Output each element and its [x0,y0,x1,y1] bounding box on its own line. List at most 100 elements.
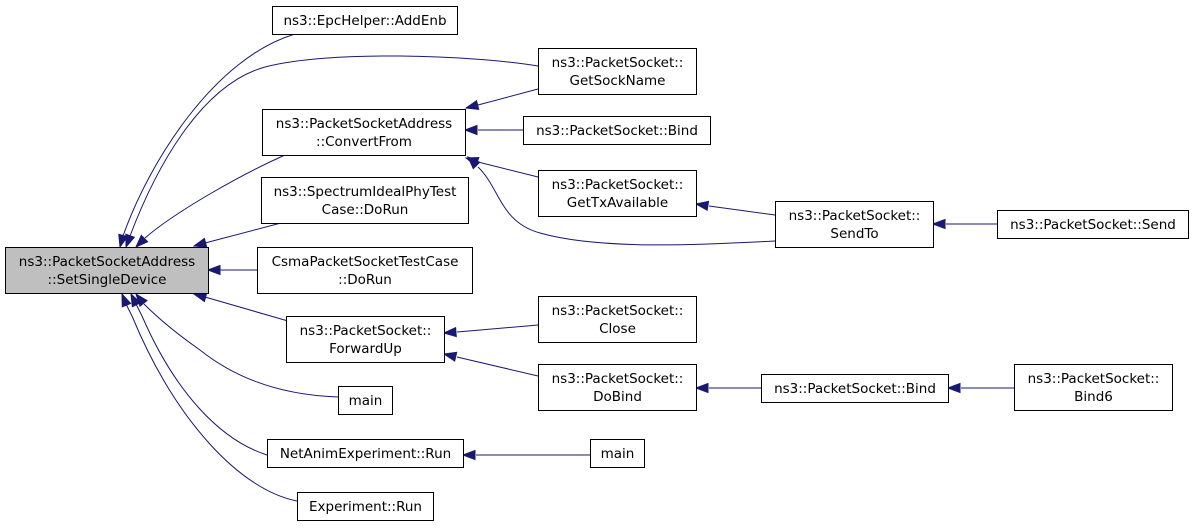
edge-line [477,88,539,106]
node-convertFrom[interactable]: ns3::PacketSocketAddress::ConvertFrom [262,109,466,156]
node-label-line: Case::DoRun [322,202,409,218]
edge-line [144,154,286,239]
node-box [538,364,697,411]
node-label-line: SendTo [830,226,878,242]
node-main2[interactable]: main [590,439,645,468]
edge-line [477,161,539,178]
edge-line [122,33,296,237]
edge-line [204,296,289,322]
node-label-line: main [601,446,635,462]
node-box [523,116,711,145]
node-box [997,210,1189,239]
node-label-line: ns3::PacketSocket:: [552,177,684,193]
arrowhead-icon [694,200,710,212]
node-label-line: ns3::PacketSocket:: [1028,371,1160,387]
node-label-line: ForwardUp [329,341,402,357]
node-label-line: ns3::PacketSocket:: [552,371,684,387]
arrowhead-icon [461,449,476,461]
node-experiment[interactable]: Experiment::Run [297,492,434,521]
node-label-line: ::ConvertFrom [316,134,412,150]
node-forwardUp[interactable]: ns3::PacketSocket::ForwardUp [286,316,445,363]
node-box [5,247,209,294]
node-close[interactable]: ns3::PacketSocket::Close [538,296,697,343]
edge-bindA-to-convertFrom [463,124,523,136]
edge-getTxAvailable-to-convertFrom [464,156,539,178]
node-addEnb[interactable]: ns3::EpcHelper::AddEnb [272,6,458,35]
node-getTxAvailable[interactable]: ns3::PacketSocket::GetTxAvailable [538,170,697,217]
node-box [538,170,697,217]
arrowhead-icon [118,233,129,249]
edge-sendTo-to-getTxAvailable [694,200,776,216]
arrowhead-icon [125,233,136,249]
node-send[interactable]: ns3::PacketSocket::Send [997,210,1189,239]
arrowhead-icon [442,351,458,362]
node-box [262,109,466,156]
edge-main2-to-netanim [461,449,590,461]
node-sendTo[interactable]: ns3::PacketSocket::SendTo [775,201,934,248]
node-box [257,247,473,294]
node-box [267,439,464,468]
node-label-line: CsmaPacketSocketTestCase [272,254,459,270]
edge-doBind-to-forwardUp [442,351,539,377]
edge-forwardUp-to-root [192,292,289,322]
node-box [286,316,445,363]
node-netanim[interactable]: NetAnimExperiment::Run [267,439,464,468]
node-label-line: ns3::PacketSocket::Bind [536,123,698,139]
node-doBind[interactable]: ns3::PacketSocket::DoBind [538,364,697,411]
node-label-line: ns3::PacketSocket:: [552,55,684,71]
node-getSockName[interactable]: ns3::PacketSocket::GetSockName [538,48,697,95]
edge-line [456,324,539,333]
node-box [272,6,458,35]
edge-experiment-to-root [121,292,298,502]
arrowhead-icon [192,292,208,303]
arrowhead-icon [463,124,478,136]
node-box [261,177,469,224]
edge-bindB-to-doBind [694,382,761,394]
node-label-line: ns3::PacketSocket:: [552,303,684,319]
node-label-line: ns3::PacketSocketAddress [19,254,195,270]
edge-netanim-to-root [130,292,268,456]
node-label-line: Bind6 [1074,389,1113,405]
node-label-line: ::DoRun [338,272,392,288]
node-label-line: ns3::PacketSocket:: [300,323,432,339]
edge-line [135,303,268,456]
node-box [1014,364,1173,411]
node-label-line: GetTxAvailable [567,195,668,211]
arrowhead-icon [464,99,480,111]
edge-csma-to-root [206,264,257,276]
edges-layer [118,33,1014,502]
edge-sendTo-to-convertFrom [466,155,776,246]
edge-line [129,55,539,237]
node-csma[interactable]: CsmaPacketSocketTestCase::DoRun [257,247,473,294]
arrowhead-icon [130,292,142,308]
node-main1[interactable]: main [338,386,393,415]
node-box [590,439,645,468]
edge-send-to-sendTo [931,218,997,230]
node-label-line: main [349,393,383,409]
node-box [775,201,934,248]
edge-line [143,303,339,398]
arrowhead-icon [206,264,221,276]
node-bindB[interactable]: ns3::PacketSocket::Bind [761,374,949,403]
edge-getSockName-to-convertFrom [464,88,539,111]
node-label-line: NetAnimExperiment::Run [280,446,451,462]
edge-line [708,205,776,216]
nodes-layer: ns3::PacketSocketAddress::SetSingleDevic… [5,6,1189,521]
arrowhead-icon [946,382,961,394]
arrowhead-icon [121,292,132,308]
edge-spectrum-to-root [192,222,282,248]
node-root[interactable]: ns3::PacketSocketAddress::SetSingleDevic… [5,247,209,294]
node-label-line: ns3::PacketSocket::Bind [774,381,936,397]
node-box [538,296,697,343]
arrowhead-icon [466,155,481,170]
node-label-line: Close [599,321,636,337]
node-label-line: ns3::PacketSocketAddress [276,116,452,132]
node-box [297,492,434,521]
node-bindA[interactable]: ns3::PacketSocket::Bind [523,116,711,145]
edge-getSockName-to-root [125,55,539,249]
arrowhead-icon [134,234,149,249]
node-label-line: DoBind [593,389,642,405]
node-bind6[interactable]: ns3::PacketSocket::Bind6 [1014,364,1173,411]
node-box [761,374,949,403]
